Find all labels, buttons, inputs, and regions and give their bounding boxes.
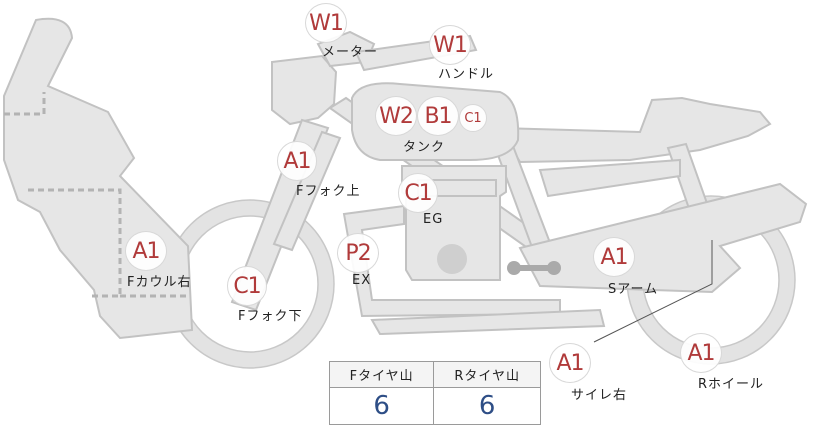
rear-tire-header: Rタイヤ山 (433, 361, 541, 388)
rear-wheel-code-badge: A1 (680, 333, 722, 373)
front-cowl (3, 17, 194, 340)
headlight (271, 54, 338, 126)
handle-label: ハンドル (438, 67, 495, 82)
cowl-code-badge: A1 (125, 231, 167, 271)
tank-code-badge-2: B1 (417, 96, 459, 136)
meter-code-badge: W1 (305, 3, 347, 43)
muffler-code-badge: A1 (549, 343, 591, 383)
front-tire-header: Fタイヤ山 (328, 361, 435, 388)
handle-code-badge: W1 (429, 25, 471, 65)
cowl-label: Fカウル右 (127, 275, 192, 290)
fork-lower-label: Fフォク下 (238, 309, 303, 324)
rear-tire-value: 6 (433, 387, 541, 425)
rear-wheel-label: Rホイール (698, 377, 765, 392)
exhaust-lower (370, 308, 606, 336)
rear-frame (538, 158, 681, 198)
front-fork-rear (272, 130, 342, 252)
tank-label: タンク (403, 140, 446, 155)
swingarm-part (518, 182, 808, 294)
swingarm-code-badge: A1 (593, 237, 635, 277)
muffler-label: サイレ右 (571, 388, 628, 403)
engine-label: EG (423, 212, 444, 227)
exhaust-code-badge: P2 (337, 233, 379, 273)
exhaust-label: EX (352, 273, 372, 288)
tank-code-badge-3: C1 (459, 104, 487, 132)
fork-upper-label: Fフォク上 (296, 184, 361, 199)
tank-code-badge-1: W2 (375, 96, 417, 136)
meter-label: メーター (322, 45, 379, 60)
exhaust-pipe (342, 204, 561, 318)
seat-tail (498, 96, 772, 164)
leader-line (593, 240, 713, 343)
engine-cover (437, 244, 467, 274)
engine-code-badge: C1 (398, 173, 438, 213)
swingarm-label: Sアーム (608, 282, 659, 297)
fork-lower-code-badge: C1 (227, 266, 267, 306)
front-tire-value: 6 (328, 387, 435, 425)
fork-upper-code-badge: A1 (277, 141, 317, 181)
tire-tread-table: Fタイヤ山 Rタイヤ山 6 6 (328, 361, 541, 425)
